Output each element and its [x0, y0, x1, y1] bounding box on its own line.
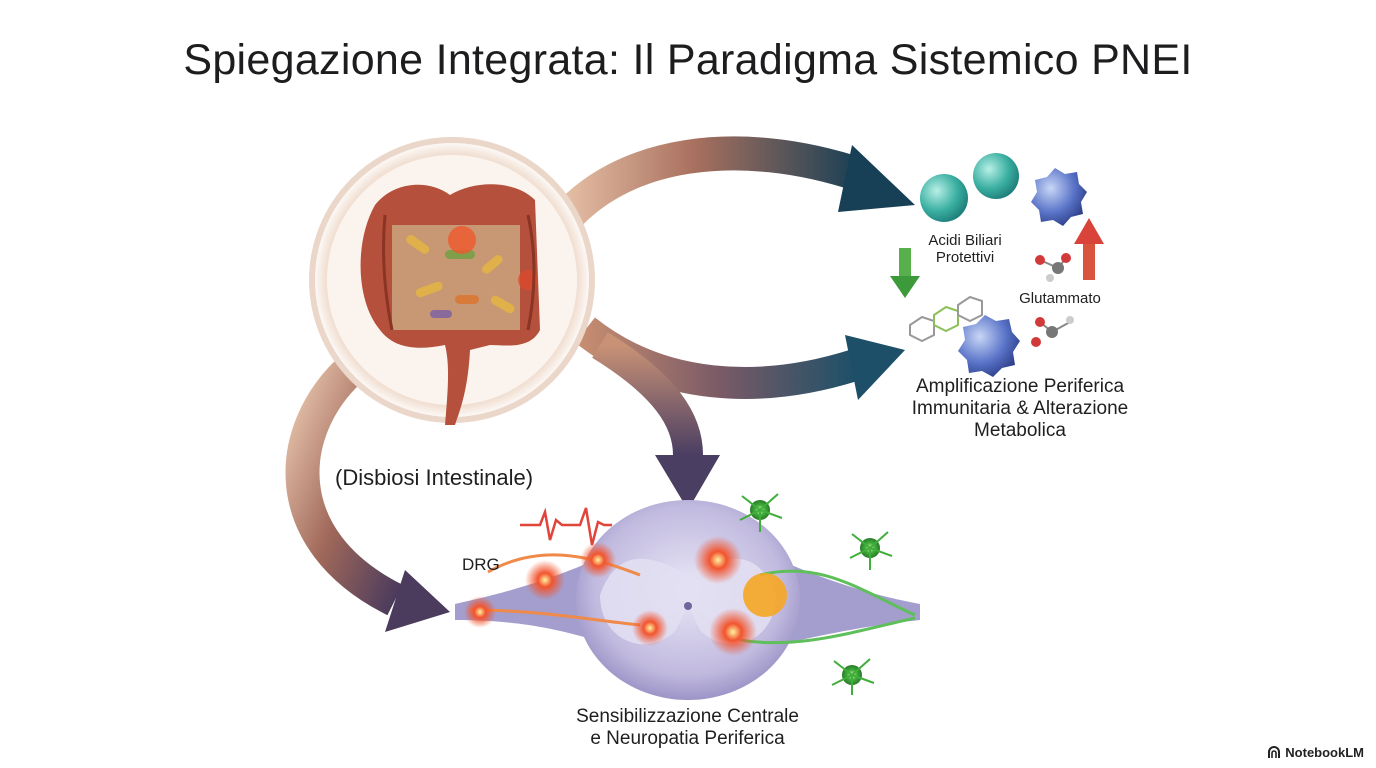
notebooklm-logo-icon [1268, 745, 1281, 758]
molecule-icon [1031, 316, 1074, 347]
neuron-icon [464, 536, 787, 656]
diagram-title: Spiegazione Integrata: Il Paradigma Sist… [183, 36, 1193, 84]
immune-panel [890, 153, 1104, 377]
label-sensibilizzazione: Sensibilizzazione Centrale e Neuropatia … [576, 706, 799, 749]
arrow-gut-to-drg [285, 357, 450, 632]
immune-cell-icon [920, 174, 968, 222]
molecule-icon [909, 295, 983, 343]
brand-watermark: NotebookLM [1267, 745, 1364, 760]
label-amplificazione: Amplificazione Periferica Immunitaria & … [911, 376, 1129, 441]
label-disbiosi: (Disbiosi Intestinale) [335, 465, 534, 490]
green-down-arrow [890, 248, 920, 298]
spinal-cord-illustration [455, 493, 920, 700]
label-glutammato: Glutammato [1019, 290, 1101, 307]
red-up-arrow [1074, 218, 1104, 280]
immune-cell-icon [958, 315, 1020, 377]
intestine-illustration [309, 137, 595, 425]
neuron-icon [739, 493, 893, 695]
pain-signal-waveform [520, 507, 612, 546]
label-drg: DRG [462, 555, 500, 574]
arrow-gut-to-spinal-cord [592, 332, 720, 510]
immune-cell-icon [1031, 168, 1087, 226]
molecule-icon [1035, 253, 1071, 282]
label-acidi-biliari: Acidi Biliari Protettivi [928, 232, 1002, 267]
arrow-gut-to-immune-top [546, 136, 915, 237]
immune-cell-icon [973, 153, 1019, 199]
brand-label: NotebookLM [1285, 745, 1364, 760]
